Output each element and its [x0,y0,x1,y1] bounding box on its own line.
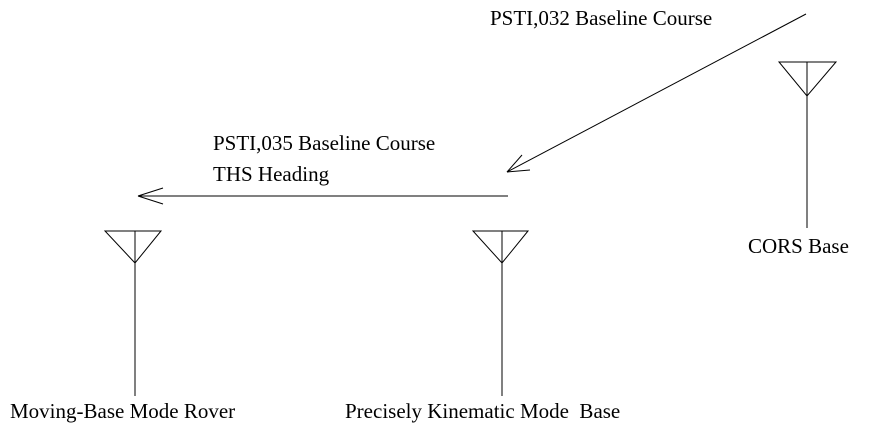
precisely-kinematic-base-label: Precisely Kinematic Mode Base [345,399,621,423]
cors-base-label: CORS Base [748,234,849,258]
psti032-arrow [506,13,807,173]
cors-base-antenna-icon [777,61,838,228]
psti032-baseline-label: PSTI,032 Baseline Course [490,6,713,30]
pk-base-antenna-icon [471,230,530,396]
ths-heading-label: THS Heading [213,162,330,186]
rover-antenna-icon [103,230,163,396]
moving-base-rover-label: Moving-Base Mode Rover [10,399,236,423]
psti035-baseline-label: PSTI,035 Baseline Course [213,131,436,155]
psti035-arrow [137,187,508,205]
